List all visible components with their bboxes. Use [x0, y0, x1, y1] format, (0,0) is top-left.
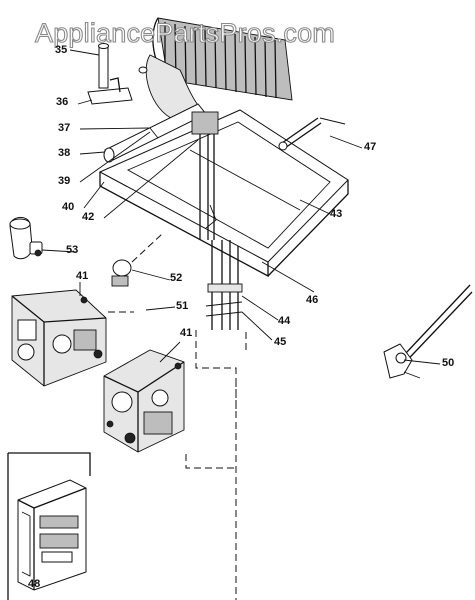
heat-exchanger-fins	[145, 17, 293, 121]
callout-40: 40	[62, 201, 75, 213]
gas-valve-right	[103, 349, 185, 453]
callout-41-right: 41	[180, 327, 193, 339]
callout-37: 37	[58, 122, 71, 134]
callout-35: 35	[55, 44, 68, 56]
callout-48: 48	[28, 578, 41, 590]
callout-43: 43	[330, 208, 343, 220]
callout-38: 38	[58, 147, 71, 159]
callout-51: 51	[176, 300, 189, 312]
screw-rod	[278, 117, 346, 151]
elbow-fitting	[9, 217, 43, 260]
callout-39: 39	[58, 175, 71, 187]
watermark-text: AppliancePartsPros.com	[34, 17, 336, 48]
callout-50: 50	[442, 357, 455, 369]
callout-41-left: 41	[76, 270, 89, 282]
callout-42: 42	[82, 211, 95, 223]
thermocouple-bracket	[383, 284, 473, 379]
callout-52: 52	[170, 272, 183, 284]
control-module	[7, 452, 91, 600]
routing-lines	[108, 311, 247, 600]
igniter-switch	[111, 233, 163, 287]
callout-44: 44	[278, 315, 291, 327]
callout-36: 36	[56, 96, 69, 108]
burner-orifice-assembly	[191, 111, 219, 240]
pilot-tube	[98, 43, 148, 89]
callout-46: 46	[306, 294, 319, 306]
mounting-bracket	[87, 77, 133, 105]
callout-53: 53	[66, 244, 79, 256]
leader-lines	[41, 49, 441, 365]
gas-valve-left	[11, 289, 107, 387]
thermocouple-leads	[205, 240, 243, 330]
callout-47: 47	[364, 141, 377, 153]
callout-45: 45	[274, 336, 287, 348]
